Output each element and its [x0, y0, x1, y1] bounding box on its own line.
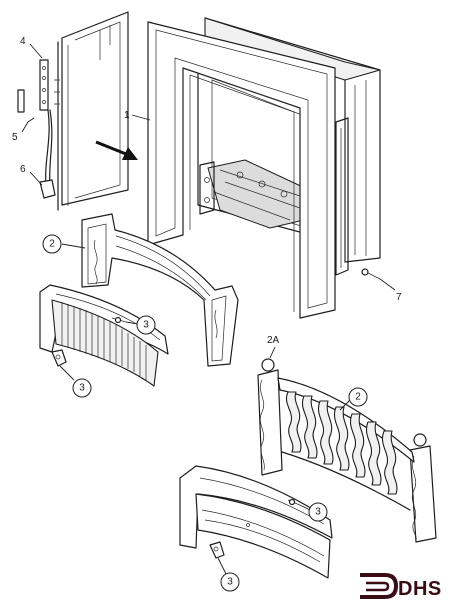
screw-7 — [361, 268, 381, 280]
callout-3-a-text: 3 — [143, 320, 149, 331]
wiring-bracket — [17, 59, 60, 199]
ash-pan-front-left — [39, 284, 169, 387]
front-frame — [147, 21, 349, 319]
direction-arrow — [95, 140, 138, 160]
callout-2-left-text: 2 — [49, 239, 55, 250]
retaining-clip-left — [51, 349, 67, 367]
callout-3-c-text: 3 — [315, 507, 321, 518]
label-5: 5 — [12, 132, 18, 143]
dhs-logo: DHS — [360, 573, 442, 600]
fire-box-casing — [197, 17, 381, 263]
callout-3-d: 3 — [220, 572, 240, 592]
callout-2-right-text: 2 — [355, 392, 361, 403]
callout-3-b: 3 — [72, 378, 92, 398]
label-2a: 2A — [267, 335, 280, 346]
label-1: 1 — [124, 110, 130, 121]
callout-3-c: 3 — [308, 502, 328, 522]
ash-pan-front-right — [179, 465, 333, 579]
callout-2-right: 2 — [348, 387, 368, 407]
callout-2-left: 2 — [42, 234, 62, 254]
fixing-screw-upper-left — [111, 316, 127, 324]
fret-right-ornate — [257, 358, 437, 543]
label-7: 7 — [396, 292, 402, 303]
callout-3-d-text: 3 — [227, 577, 233, 588]
label-4: 4 — [20, 36, 26, 47]
label-6: 6 — [20, 164, 26, 175]
fret-left — [81, 213, 239, 367]
callout-3-b-text: 3 — [79, 383, 85, 394]
logo-text: DHS — [398, 578, 442, 600]
callout-3-a: 3 — [136, 315, 156, 335]
wall-opening — [57, 11, 129, 211]
fixing-screw-lower-right — [287, 498, 303, 507]
leader-lines — [21, 43, 396, 575]
retaining-clip-right — [209, 541, 225, 559]
